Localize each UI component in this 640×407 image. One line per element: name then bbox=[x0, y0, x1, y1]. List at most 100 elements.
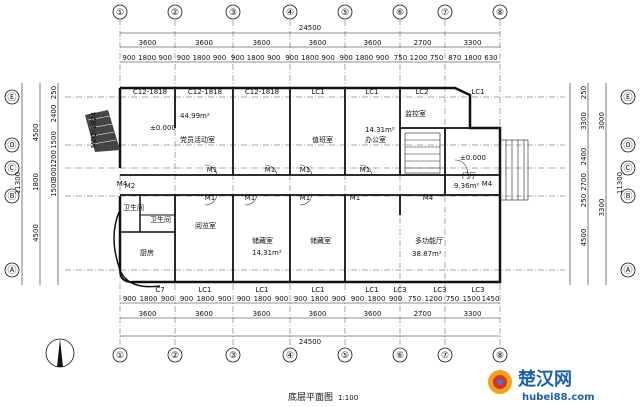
door-label: M4 bbox=[482, 180, 493, 188]
dim-right-outer: 3300 bbox=[598, 199, 606, 217]
axis-bubble-top-circle bbox=[392, 4, 408, 20]
dim-bottom-bay: 3600 bbox=[309, 310, 327, 318]
dim-top-bay: 3600 bbox=[364, 39, 382, 47]
dim-right-inner: 2400 bbox=[580, 148, 588, 166]
axis-bubble-top-circle bbox=[337, 4, 353, 20]
dim-top-bay: 2700 bbox=[414, 39, 432, 47]
dim-top-bay: 3300 bbox=[464, 39, 482, 47]
axis-bubble-top: ⑤ bbox=[341, 8, 349, 18]
window-label-bottom: LC1 bbox=[365, 286, 378, 294]
window-label-bottom: C7 bbox=[155, 286, 164, 294]
dim-top-detail: 900 bbox=[267, 54, 280, 62]
window-label-bottom: LC3 bbox=[393, 286, 406, 294]
axis-bubble-top-circle bbox=[282, 4, 298, 20]
door-label: M1 bbox=[207, 166, 218, 174]
dim-bottom-detail: 900 bbox=[294, 295, 307, 303]
dim-left-inner: 1500 bbox=[50, 131, 58, 149]
dim-bottom-bay: 3600 bbox=[364, 310, 382, 318]
dim-bottom-detail: 900 bbox=[123, 295, 136, 303]
dim-bottom-detail: 900 bbox=[218, 295, 231, 303]
north-arrow-icon bbox=[45, 338, 75, 368]
axis-bubble-bottom: ⑤ bbox=[341, 351, 349, 361]
axis-bubble-left: Ⓑ bbox=[7, 191, 16, 202]
watermark-logo bbox=[488, 370, 512, 394]
axis-bubble-top-circle bbox=[167, 4, 183, 20]
dim-bottom-bay: 3600 bbox=[253, 310, 271, 318]
axis-bubble-left-circle bbox=[4, 89, 20, 105]
dim-top-detail: 900 bbox=[285, 54, 298, 62]
entrance-steps bbox=[499, 139, 529, 201]
axis-bubble-bottom-circle bbox=[492, 347, 508, 363]
dim-top-detail: 1800 bbox=[464, 54, 482, 62]
axis-bubble-right: Ⓔ bbox=[623, 92, 632, 103]
axis-bubble-right: Ⓓ bbox=[623, 140, 632, 151]
door-label: M1 bbox=[205, 194, 216, 202]
dim-total-bottom: 24500 bbox=[299, 338, 321, 346]
dim-bottom-detail: 1500 bbox=[463, 295, 481, 303]
dim-top-detail: 900 bbox=[122, 54, 135, 62]
dim-right-inner: 4500 bbox=[580, 229, 588, 247]
dim-bottom-detail: 900 bbox=[180, 295, 193, 303]
dim-bottom-detail: 1800 bbox=[140, 295, 158, 303]
dim-right-inner: 250 bbox=[580, 86, 588, 99]
drawing-title: 底层平面图 bbox=[288, 391, 333, 403]
axis-bubble-top: ⑥ bbox=[396, 8, 404, 18]
dim-top-bay: 3600 bbox=[139, 39, 157, 47]
axis-bubble-right-circle bbox=[620, 188, 636, 204]
room-elev-1: ±0.000 bbox=[150, 124, 176, 132]
dimension-lines bbox=[21, 32, 607, 337]
axis-bubble-bottom: ④ bbox=[286, 351, 294, 361]
dim-bottom-bay: 3600 bbox=[195, 310, 213, 318]
dim-top-detail: 870 bbox=[448, 54, 461, 62]
dim-top-detail: 630 bbox=[484, 54, 497, 62]
stair-hatch bbox=[85, 110, 120, 152]
door-label: M1 bbox=[300, 194, 311, 202]
axis-bubble-bottom-circle bbox=[167, 347, 183, 363]
dim-bottom-detail: 900 bbox=[351, 295, 364, 303]
axis-bubble-bottom-circle bbox=[437, 347, 453, 363]
room-area-11: 38.87m² bbox=[412, 250, 442, 258]
dim-bottom-bay: 3300 bbox=[464, 310, 482, 318]
axis-bubble-bottom: ② bbox=[171, 351, 179, 361]
room-name-5: 门厅 bbox=[462, 171, 476, 180]
door-label: M1 bbox=[300, 166, 311, 174]
room-name-6: 卫生间 bbox=[123, 203, 144, 212]
dim-bottom-bay: 2700 bbox=[414, 310, 432, 318]
dim-top-detail: 900 bbox=[177, 54, 190, 62]
dim-bottom-detail: 1800 bbox=[368, 295, 386, 303]
dim-top-detail: 900 bbox=[213, 54, 226, 62]
window-label-top: C12-1818 bbox=[188, 88, 222, 96]
axis-bubble-left: Ⓓ bbox=[7, 140, 16, 151]
axis-bubble-bottom: ⑦ bbox=[441, 351, 449, 361]
room-name-3: 办公室 bbox=[365, 135, 386, 144]
room-name-1: 党员活动室 bbox=[180, 135, 215, 144]
dim-bottom-detail: 900 bbox=[237, 295, 250, 303]
axis-bubble-right-circle bbox=[620, 262, 636, 278]
axis-bubble-bottom: ⑧ bbox=[496, 351, 504, 361]
axis-bubble-top: ④ bbox=[286, 8, 294, 18]
dim-bottom-detail: 900 bbox=[161, 295, 174, 303]
axis-bubble-left: Ⓒ bbox=[7, 163, 16, 174]
window-label-top: LC1 bbox=[471, 88, 484, 96]
dim-top-detail: 750 bbox=[430, 54, 443, 62]
dim-bottom-detail: 750 bbox=[408, 295, 421, 303]
door-label: M1 bbox=[265, 166, 276, 174]
dim-left-inner: 250 bbox=[50, 86, 58, 99]
room-name-9: 储藏室 bbox=[252, 236, 273, 245]
door-swings bbox=[204, 159, 468, 206]
dim-right-inner: 3300 bbox=[580, 112, 588, 130]
dim-bottom-detail: 1800 bbox=[311, 295, 329, 303]
dim-top-detail: 900 bbox=[231, 54, 244, 62]
door-label: M1 bbox=[350, 194, 361, 202]
axis-bubble-top-circle bbox=[225, 4, 241, 20]
dim-top-detail: 900 bbox=[321, 54, 334, 62]
dim-bottom-bay: 3600 bbox=[139, 310, 157, 318]
watermark-url: hubei88.com bbox=[522, 392, 595, 403]
dim-bottom-detail: 900 bbox=[389, 295, 402, 303]
axis-bubble-left: Ⓐ bbox=[7, 265, 16, 276]
room-name-7: 厨房 bbox=[140, 248, 154, 257]
